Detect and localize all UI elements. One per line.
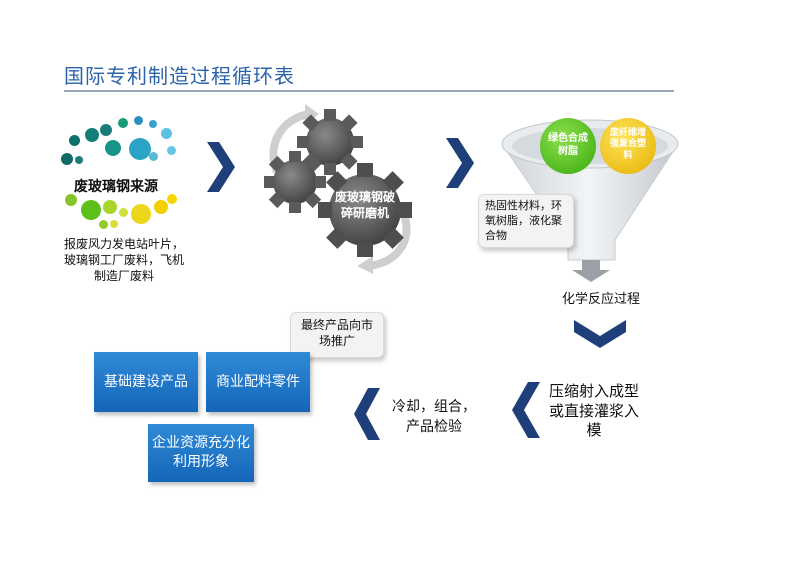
source-description: 报废风力发电站叶片，玻璃钢工厂废料，飞机制造厂废料 — [63, 237, 184, 284]
material-callout: 热固性材料，环氧树脂，液化聚合物 — [478, 194, 574, 248]
material-callout-text: 热固性材料，环氧树脂，液化聚合物 — [485, 199, 562, 242]
source-label: 废玻璃钢来源 — [74, 179, 158, 195]
page-title: 国际专利制造过程循环表 — [64, 64, 295, 88]
commercial-parts-box: 商业配料零件 — [206, 352, 310, 412]
market-callout-text: 最终产品向市场推广 — [300, 318, 373, 349]
green-ball — [540, 118, 596, 174]
cooling-step: 冷却，组合，产品检验 — [392, 399, 476, 435]
gear-label: 废玻璃钢破碎研磨机 — [334, 190, 395, 220]
infrastructure-products-label: 基础建设产品 — [104, 373, 188, 390]
green-ball-label: 绿色合成树脂 — [548, 133, 588, 157]
resource-utilization-label: 企业资源充分化利用形象 — [152, 435, 250, 470]
yellow-ball — [600, 118, 656, 174]
gear-icon — [264, 104, 412, 274]
source-dots — [55, 108, 195, 229]
infrastructure-products-box: 基础建设产品 — [94, 352, 198, 412]
chevron-right-icon — [446, 138, 474, 188]
yellow-ball-label: 废纤维增强复合塑料 — [609, 128, 646, 161]
molding-step: 压缩射入成型或直接灌浆入模 — [548, 382, 639, 439]
commercial-parts-label: 商业配料零件 — [216, 373, 300, 390]
chevron-right-icon — [207, 142, 235, 192]
chevron-left-icon — [512, 382, 540, 438]
resource-utilization-box: 企业资源充分化利用形象 — [148, 424, 254, 482]
market-callout: 最终产品向市场推广 — [290, 312, 384, 358]
title-divider — [64, 90, 674, 92]
chevron-left-icon — [354, 388, 380, 440]
chemical-reaction-label: 化学反应过程 — [562, 292, 641, 307]
chevron-down-icon — [574, 320, 626, 348]
